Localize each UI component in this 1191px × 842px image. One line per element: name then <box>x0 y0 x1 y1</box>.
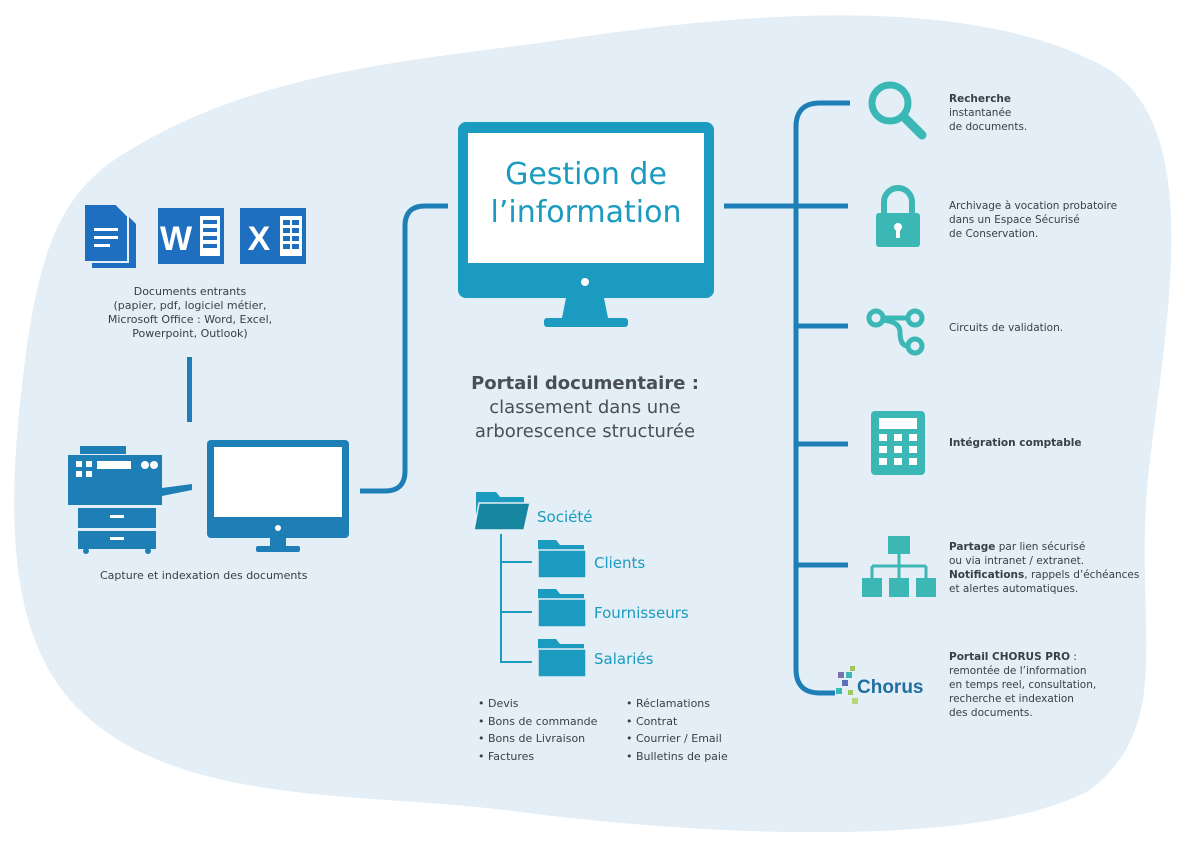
portal-description: Portail documentaire : classement dans u… <box>430 372 740 444</box>
bullet-list-right: • Réclamations • Contrat • Courrier / Em… <box>626 695 728 765</box>
feature-line: de Conservation. <box>949 228 1039 240</box>
chorus-logo: Chorus <box>836 666 924 704</box>
workflow-icon <box>866 308 925 356</box>
feature-branches <box>796 203 848 568</box>
left-connector <box>187 357 192 422</box>
main-monitor-icon <box>458 122 714 327</box>
feature-chorus-rest: : <box>1070 651 1077 663</box>
portal-line-3: arborescence structurée <box>474 421 696 442</box>
list-item: • Réclamations <box>626 697 711 710</box>
bullet-list-left: • Devis • Bons de commande • Bons de Liv… <box>478 695 597 765</box>
lock-icon <box>876 185 920 247</box>
feature-line: dans un Espace Sécurisé <box>949 214 1080 226</box>
portal-heading: Portail documentaire : <box>471 373 699 394</box>
folder-icon-fournisseurs <box>537 589 587 628</box>
document-icon <box>83 203 136 268</box>
caption-line: Microsoft Office : Word, Excel, <box>107 313 273 326</box>
feature-sharing-text: Partage par lien sécurisé ou via intrane… <box>949 540 1169 596</box>
chorus-logo-text: Chorus <box>857 677 924 698</box>
feature-line: en temps reel, consultation, <box>949 679 1097 691</box>
feature-sharing-title: Partage <box>949 541 996 553</box>
feature-chorus-text: Portail CHORUS PRO : remontée de l’infor… <box>949 650 1169 720</box>
folder-root-label: Société <box>537 508 593 526</box>
feature-archive-text: Archivage à vocation probatoire dans un … <box>949 199 1169 241</box>
feature-line: des documents. <box>949 707 1033 719</box>
feature-line: de documents. <box>949 121 1028 133</box>
feature-search-text: Recherche instantanée de documents. <box>949 92 1169 134</box>
feature-notifications-title: Notifications <box>949 569 1025 581</box>
list-item: • Devis <box>478 697 519 710</box>
feature-chorus-title: Portail CHORUS PRO <box>949 651 1071 663</box>
feature-workflow-text: Circuits de validation. <box>949 322 1064 334</box>
incoming-documents-caption: Documents entrants (papier, pdf, logicie… <box>95 285 285 341</box>
caption-line: Powerpoint, Outlook) <box>132 327 248 340</box>
feature-line: instantanée <box>949 107 1012 119</box>
feature-search-title: Recherche <box>949 93 1012 105</box>
monitor-title-line-2: l’information <box>490 195 682 230</box>
feature-line: et alertes automatiques. <box>949 583 1079 595</box>
feature-line: remontée de l’information <box>949 665 1087 677</box>
folder-tree-lines <box>500 534 532 663</box>
excel-letter: X <box>248 220 271 258</box>
feature-line: ou via intranet / extranet. <box>949 555 1085 567</box>
caption-line: Documents entrants <box>133 285 247 298</box>
folder-icon-salaries <box>537 639 587 678</box>
list-item: • Bulletins de paie <box>626 749 728 763</box>
folder-fournisseurs-label: Fournisseurs <box>594 604 689 622</box>
word-letter: W <box>160 220 193 258</box>
feature-sharing-rest: par lien sécurisé <box>995 541 1086 553</box>
folder-icon-clients <box>537 540 587 579</box>
list-item: • Factures <box>478 749 535 763</box>
hierarchy-icon <box>862 536 936 597</box>
feature-accounting-title: Intégration comptable <box>949 437 1082 449</box>
folder-icon-root <box>473 492 531 531</box>
feature-notifications-rest: , rappels d’échéances <box>1024 569 1140 581</box>
capture-caption: Capture et indexation des documents <box>100 569 308 582</box>
folder-salaries-label: Salariés <box>594 650 654 668</box>
printer-icon <box>68 446 192 554</box>
feature-line: recherche et indexation <box>949 693 1074 705</box>
monitor-title-line-1: Gestion de <box>505 157 667 192</box>
list-item: • Bons de commande <box>478 714 598 728</box>
word-icon: W <box>158 208 224 264</box>
excel-icon: X <box>240 208 306 264</box>
list-item: • Contrat <box>626 714 678 728</box>
folder-clients-label: Clients <box>594 554 646 572</box>
computer-icon <box>207 440 349 552</box>
list-item: • Bons de Livraison <box>478 732 586 745</box>
monitor-title: Gestion de l’information <box>470 156 702 232</box>
feature-line: Archivage à vocation probatoire <box>949 200 1118 212</box>
search-icon <box>868 81 927 140</box>
list-item: • Courrier / Email <box>626 732 722 745</box>
portal-line-2: classement dans une <box>489 397 681 418</box>
capture-connector <box>360 203 448 494</box>
caption-line: (papier, pdf, logiciel métier, <box>113 299 267 312</box>
feature-accounting-text: Intégration comptable <box>949 436 1169 450</box>
calculator-icon <box>871 411 925 475</box>
features-trunk <box>793 100 850 696</box>
